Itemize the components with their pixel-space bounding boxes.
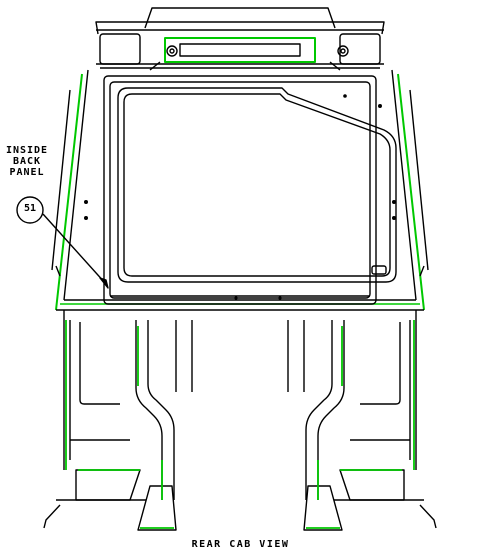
callout-balloon-number: 51 [23, 203, 37, 214]
roof [95, 7, 385, 69]
callout-label-line3: PANEL [9, 167, 45, 178]
bolts [84, 94, 396, 300]
callout-label-line1: INSIDE [5, 145, 49, 156]
cab-lower-frame [43, 310, 437, 529]
callout-leader [42, 213, 107, 285]
cab-rear-legs [135, 320, 345, 531]
callout-51 [16, 196, 109, 289]
rear-light-bar [149, 37, 349, 71]
callout-balloon [16, 196, 44, 224]
green-highlights [65, 320, 415, 529]
rear-window [103, 75, 397, 305]
callout-label: INSIDE BACK PANEL [5, 145, 49, 178]
view-caption: REAR CAB VIEW [191, 539, 290, 550]
cab-back-panel [51, 69, 429, 311]
callout-label-line2: BACK [12, 156, 42, 167]
